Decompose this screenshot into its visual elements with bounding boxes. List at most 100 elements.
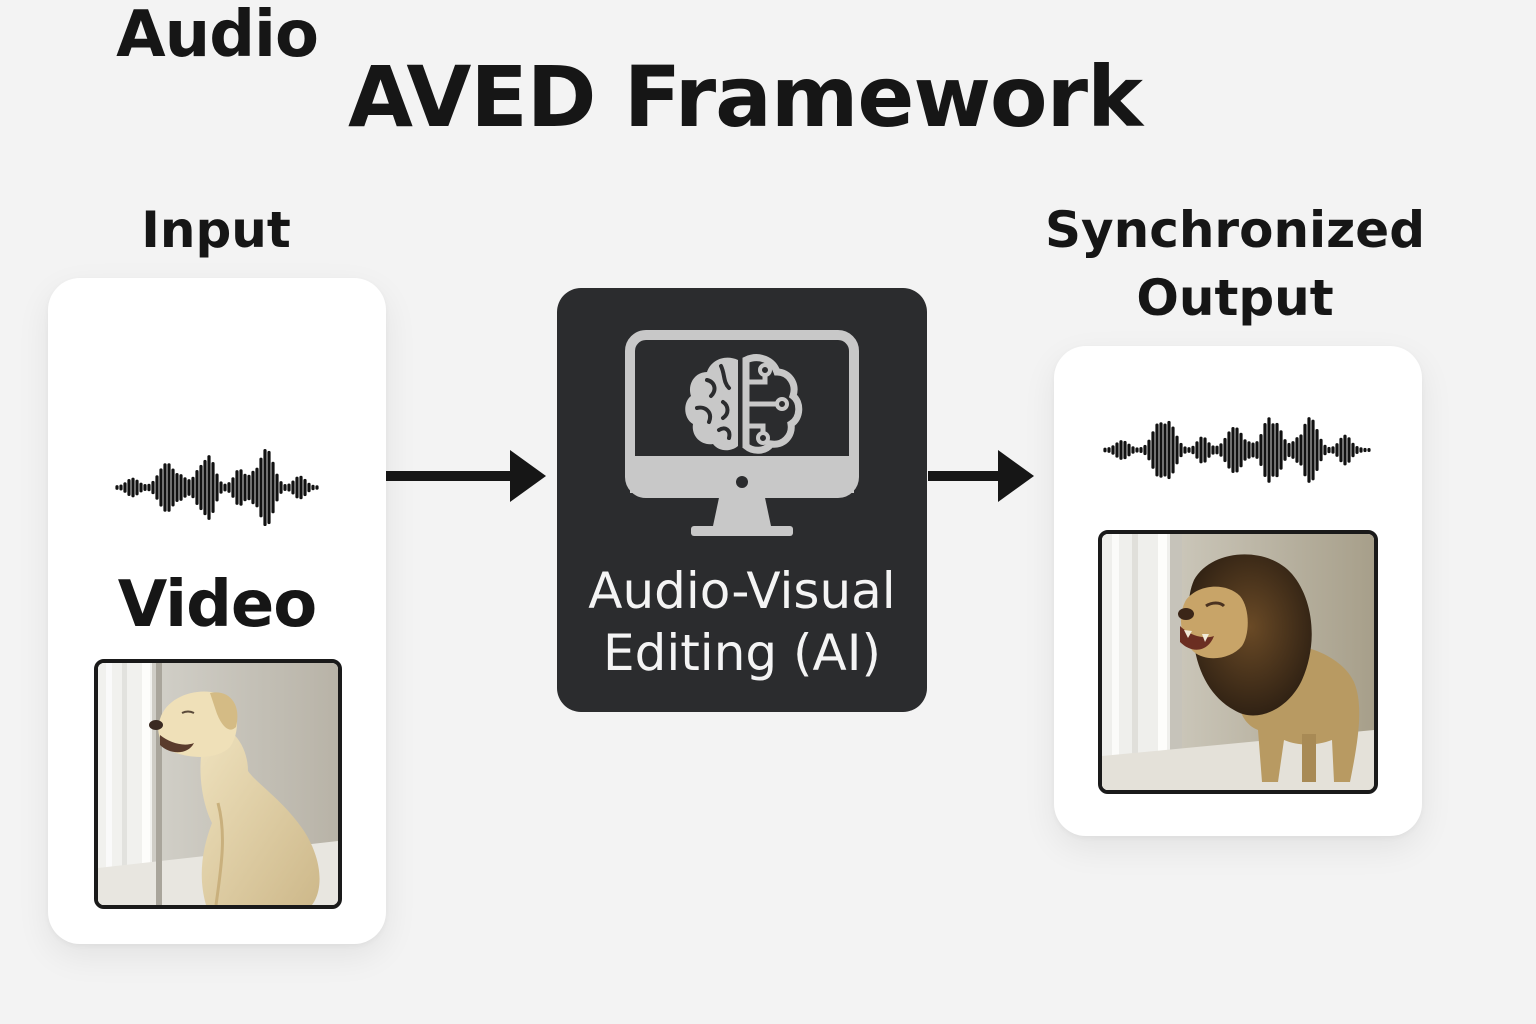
output-wave-bar [1163, 423, 1167, 477]
input-wave-bar [159, 468, 163, 507]
input-wave-bar [227, 482, 231, 493]
input-wave-bar [315, 485, 319, 490]
input-wave-bar [139, 482, 143, 493]
input-wave-bar [167, 463, 171, 512]
output-wave-bar [1127, 443, 1131, 457]
output-wave-bar [1303, 423, 1307, 477]
input-wave-bar [123, 482, 127, 493]
input-card: Audio Video [48, 0, 386, 944]
input-wave-bar [211, 462, 215, 513]
output-wave-bar [1251, 442, 1255, 458]
output-wave-bar [1339, 437, 1343, 463]
input-wave-bar [239, 469, 243, 506]
input-wave-bar [163, 463, 167, 512]
output-wave-bar [1195, 441, 1199, 459]
output-wave-bar [1199, 436, 1203, 464]
output-wave-bar [1147, 439, 1151, 461]
input-wave-bar [127, 478, 131, 497]
output-heading-line2: Output [1136, 269, 1334, 327]
output-wave-bar [1171, 426, 1175, 474]
output-wave-bar [1355, 446, 1359, 454]
output-wave-bar [1231, 427, 1235, 473]
input-wave-bar [147, 483, 151, 492]
diagram-title: AVED Framework [348, 48, 1143, 146]
output-wave-bar [1323, 444, 1327, 456]
input-wave-bar [291, 480, 295, 495]
output-wave-bar [1363, 447, 1367, 453]
output-wave-bar [1235, 427, 1239, 473]
lion-image [1102, 534, 1374, 790]
output-wave-bar [1107, 447, 1111, 453]
process-label-line2: Editing (AI) [602, 624, 881, 682]
output-wave-bar [1307, 417, 1311, 483]
output-wave-bar [1263, 422, 1267, 478]
output-wave-bar [1179, 442, 1183, 458]
input-wave-bar [275, 473, 279, 502]
output-wave-bar [1215, 445, 1219, 455]
output-wave-bar [1183, 446, 1187, 454]
output-wave-bar [1159, 422, 1163, 478]
monitor-brain-icon [625, 330, 859, 536]
input-wave-bar [263, 448, 267, 527]
output-wave-bar [1327, 446, 1331, 454]
input-audio-waveform [115, 448, 319, 527]
output-wave-bar [1219, 443, 1223, 457]
output-wave-bar [1143, 444, 1147, 456]
input-wave-bar [251, 470, 255, 505]
output-wave-bar [1359, 447, 1363, 453]
output-wave-bar [1123, 440, 1127, 460]
output-wave-bar [1175, 435, 1179, 465]
output-wave-bar [1275, 422, 1279, 478]
output-wave-bar [1187, 447, 1191, 453]
input-wave-bar [311, 484, 315, 491]
input-wave-bar [243, 473, 247, 502]
input-wave-bar [191, 476, 195, 499]
output-wave-bar [1267, 417, 1271, 483]
input-wave-bar [307, 482, 311, 493]
input-wave-bar [155, 475, 159, 500]
input-wave-bar [151, 480, 155, 495]
output-wave-bar [1111, 445, 1115, 455]
input-wave-bar [199, 464, 203, 511]
input-wave-bar [175, 472, 179, 503]
output-wave-bar [1259, 434, 1263, 466]
output-wave-bar [1151, 431, 1155, 469]
input-wave-bar [135, 479, 139, 496]
input-wave-bar [115, 485, 119, 490]
output-wave-bar [1335, 443, 1339, 457]
output-video-frame [1098, 530, 1378, 794]
input-wave-bar [267, 450, 271, 525]
input-wave-bar [259, 457, 263, 518]
input-wave-bar [171, 468, 175, 507]
video-label: Video [117, 568, 318, 642]
input-wave-bar [271, 461, 275, 514]
output-wave-bar [1131, 446, 1135, 454]
input-wave-bar [119, 484, 123, 491]
input-wave-bar [203, 459, 207, 516]
input-heading: Input [141, 201, 291, 259]
output-wave-bar [1247, 441, 1251, 459]
arrow-input-to-process [386, 450, 546, 502]
output-audio-waveform [1103, 417, 1371, 483]
input-wave-bar [187, 479, 191, 496]
output-wave-bar [1295, 437, 1299, 463]
input-wave-bar [283, 484, 287, 491]
process-box: Audio-Visual Editing (AI) [557, 288, 927, 712]
input-wave-bar [143, 484, 147, 491]
output-wave-bar [1367, 447, 1371, 453]
input-wave-bar [231, 477, 235, 498]
output-wave-bar [1315, 428, 1319, 472]
output-wave-bar [1279, 430, 1283, 470]
output-wave-bar [1135, 447, 1139, 453]
output-wave-bar [1155, 423, 1159, 477]
output-wave-bar [1299, 434, 1303, 466]
audio-label: Audio [116, 0, 319, 72]
input-wave-bar [131, 477, 135, 498]
input-video-frame [94, 659, 342, 909]
input-wave-bar [235, 470, 239, 505]
output-wave-bar [1207, 442, 1211, 458]
output-wave-bar [1243, 439, 1247, 461]
process-label-line1: Audio-Visual [588, 562, 896, 620]
input-wave-bar [183, 477, 187, 498]
input-wave-bar [223, 483, 227, 492]
